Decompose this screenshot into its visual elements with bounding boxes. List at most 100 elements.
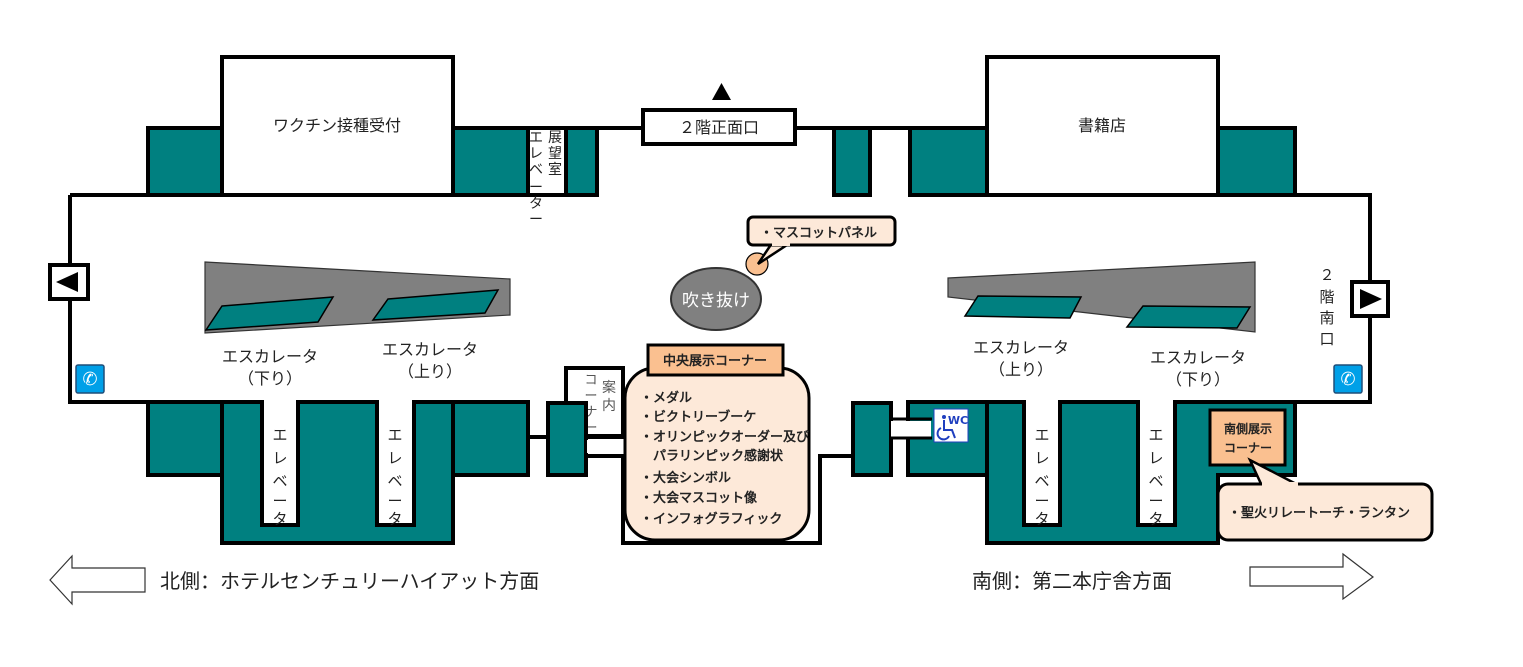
wheelchair-icon — [936, 420, 956, 441]
elevator-core-north — [220, 400, 455, 545]
front-entrance-box[interactable] — [641, 108, 797, 146]
elevator-label: エ レ ベ ー タ — [1034, 426, 1049, 528]
svg-text:（上り）: （上り） — [989, 360, 1053, 379]
svg-text:（上り）: （上り） — [398, 362, 462, 381]
pillar — [451, 400, 530, 477]
escalator-down-south[interactable] — [1125, 305, 1252, 329]
elevator-label-char: タ — [529, 196, 543, 212]
elevator-label-char: エ — [529, 130, 543, 146]
wheelchair-icon — [942, 415, 946, 419]
phone-icon[interactable]: ✆ — [1333, 364, 1363, 394]
phone-icon[interactable]: ✆ — [75, 364, 105, 394]
mascot-panel-callout — [746, 215, 897, 247]
escalator-up-north[interactable] — [371, 289, 500, 321]
svg-text:エスカレータ: エスカレータ — [382, 340, 478, 359]
svg-text:レ: レ — [387, 449, 402, 467]
observatory-label-char: 室 — [548, 161, 562, 178]
svg-text:ベ: ベ — [387, 472, 402, 490]
escalator-label: エスカレータ （上り） — [382, 340, 478, 381]
observatory-elevator-label: 展 望 室 エ レ ベ ー タ ー — [529, 130, 562, 228]
north-direction-arrow — [49, 554, 146, 606]
info-corner-char: 内 — [602, 398, 616, 414]
south-entrance-char: 階 — [1319, 288, 1334, 306]
escalator-down-north[interactable] — [204, 296, 335, 331]
pillar — [546, 401, 588, 477]
south-exhibit-title: コーナー — [1224, 441, 1272, 455]
central-exhibit-title: 中央展示コーナー — [663, 353, 767, 369]
svg-text:（下り）: （下り） — [238, 369, 302, 388]
svg-text:レ: レ — [272, 449, 287, 467]
svg-text:タ: タ — [1148, 510, 1163, 528]
svg-text:エスカレータ: エスカレータ — [973, 338, 1069, 357]
elevator-label-char: ー — [529, 212, 543, 228]
exhibit-item: ・メダル — [640, 390, 692, 406]
south-entrance-label: ２ 階 南 口 — [1319, 266, 1334, 348]
escalator-up-south[interactable] — [963, 295, 1083, 319]
info-corner-char: 案 — [602, 379, 616, 396]
elevator-label: エ レ ベ ー タ — [387, 426, 402, 528]
svg-text:タ: タ — [387, 510, 402, 528]
triangle-left-icon — [56, 272, 78, 292]
vaccine-reception-room[interactable] — [220, 55, 455, 197]
vaccine-reception-label: ワクチン接種受付 — [273, 116, 401, 135]
atrium-void-label: 吹き抜け — [682, 291, 750, 311]
triangle-right-icon — [1360, 289, 1382, 309]
svg-text:タ: タ — [272, 510, 287, 528]
svg-text:エ: エ — [1148, 426, 1163, 444]
restroom-label: WC — [948, 414, 968, 427]
pillar — [1216, 126, 1297, 197]
svg-text:エ: エ — [387, 426, 402, 444]
pillar — [146, 400, 224, 477]
north-direction-label: 北側：ホテルセンチュリーハイアット方面 — [160, 569, 539, 593]
central-exhibit-enclosure — [621, 454, 853, 545]
south-entrance-char: 南 — [1319, 309, 1334, 327]
south-exhibit-title-box[interactable] — [1208, 408, 1287, 467]
pillar — [146, 126, 224, 197]
escalator-label: エスカレータ （下り） — [1150, 348, 1246, 389]
south-entrance-char: 口 — [1319, 330, 1334, 348]
svg-text:✆: ✆ — [1340, 369, 1355, 390]
elevator-label-char: ー — [529, 180, 543, 196]
info-corner-char: コ — [584, 373, 597, 388]
pillar — [832, 126, 872, 197]
elevator-label-char: ベ — [529, 162, 543, 178]
observatory-label-char: 望 — [548, 146, 562, 162]
svg-text:エスカレータ: エスカレータ — [1150, 348, 1246, 367]
svg-text:エスカレータ: エスカレータ — [222, 347, 318, 366]
restroom-sign[interactable]: WC — [933, 408, 969, 443]
south-direction-arrow — [1249, 552, 1375, 601]
exhibit-item: ・インフォグラフィック — [640, 511, 782, 527]
escalator-label: エスカレータ （下り） — [222, 347, 318, 388]
triangle-up-icon — [712, 83, 731, 100]
svg-text:ー: ー — [1034, 492, 1049, 510]
central-exhibit-title-box — [646, 343, 785, 377]
south-entrance-char: ２ — [1319, 266, 1334, 284]
exhibit-item: パラリンピック感謝状 — [640, 448, 784, 464]
pillar — [851, 401, 893, 477]
svg-text:ー: ー — [1148, 492, 1163, 510]
svg-text:ー: ー — [272, 492, 287, 510]
svg-text:✆: ✆ — [82, 369, 97, 390]
svg-text:エ: エ — [1034, 426, 1049, 444]
elevator-label-char: レ — [529, 146, 543, 162]
south-exhibit-title: 南側展示 — [1224, 421, 1272, 436]
exhibit-item: ・大会シンボル — [640, 470, 731, 486]
info-corner-char: ー — [584, 389, 597, 404]
pillar — [451, 126, 530, 197]
svg-text:（下り）: （下り） — [1166, 370, 1230, 389]
elevator-label: エ レ ベ ー タ — [1148, 426, 1163, 528]
exhibit-item: ・オリンピックオーダー及び — [640, 429, 810, 445]
svg-text:レ: レ — [1034, 449, 1049, 467]
pillar — [564, 126, 599, 197]
svg-text:レ: レ — [1148, 449, 1163, 467]
atrium-void — [670, 267, 762, 331]
svg-text:エ: エ — [272, 426, 287, 444]
elevator-label: エ レ ベ ー タ — [272, 426, 287, 528]
south-exhibit-item: ・聖火リレートーチ・ランタン — [1228, 505, 1410, 521]
escalator-label: エスカレータ （上り） — [973, 338, 1069, 379]
front-entrance-label: ２階正面口 — [679, 118, 759, 137]
observatory-label-char: 展 — [548, 130, 562, 146]
exhibit-item: ・大会マスコット像 — [640, 490, 758, 506]
pillar — [908, 126, 989, 197]
